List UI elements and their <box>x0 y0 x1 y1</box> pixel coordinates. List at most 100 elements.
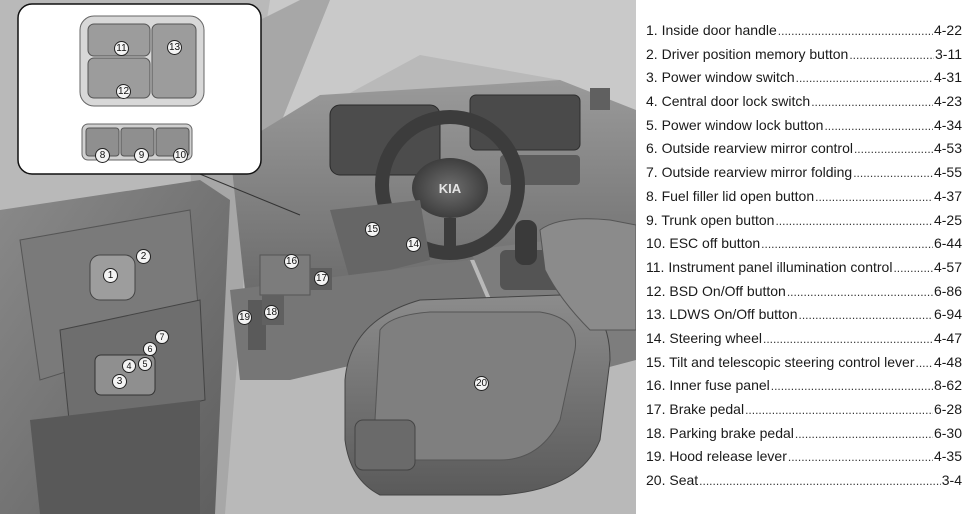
legend-item-page: 4-53 <box>933 140 962 157</box>
vent-right <box>590 88 610 110</box>
legend-item-page: 4-57 <box>933 258 962 275</box>
legend-item-number: 3. <box>646 69 658 86</box>
legend-item-number: 2. <box>646 45 658 62</box>
steering-wheel <box>375 110 525 260</box>
callout-18: 18 <box>264 305 279 320</box>
legend-item-number: 9. <box>646 211 658 228</box>
callout-2: 2 <box>136 249 151 264</box>
legend-item-page: 4-55 <box>933 164 962 181</box>
legend-item-label: Tilt and telescopic steering control lev… <box>669 353 915 370</box>
legend-item-label: LDWS On/Off button <box>669 306 798 323</box>
callout-7: 7 <box>155 330 169 344</box>
legend-item: 10. ESC off button6-44 <box>646 235 962 259</box>
legend-item-text: 2. Driver position memory button <box>646 46 848 62</box>
legend-item-label: Central door lock switch <box>661 93 811 110</box>
legend-item: 5. Power window lock button4-34 <box>646 117 962 141</box>
legend-item-number: 18. <box>646 424 666 441</box>
legend-item-text: 8. Fuel filler lid open button <box>646 188 814 204</box>
legend-item-label: Trunk open button <box>661 211 775 228</box>
legend-item-number: 12. <box>646 282 666 299</box>
steering-column <box>330 200 430 280</box>
dot-leader <box>788 450 933 464</box>
dot-leader <box>778 24 933 38</box>
legend-item-label: Steering wheel <box>669 329 762 346</box>
legend-item: 3. Power window switch 4-31 <box>646 69 962 93</box>
legend-item-page: 8-62 <box>933 377 962 394</box>
legend-item-page: 6-28 <box>933 401 962 417</box>
legend-item: 16. Inner fuse panel 8-62 <box>646 377 962 401</box>
interior-illustration: KIA 11 12 13 8 9 10 1 2 3 4 5 6 7 14 1 <box>0 0 636 514</box>
legend-item: 13. LDWS On/Off button 6-94 <box>646 306 962 330</box>
door-pocket <box>30 400 200 514</box>
dot-leader <box>761 237 933 251</box>
legend-item: 19. Hood release lever 4-35 <box>646 448 962 472</box>
legend-item: 7. Outside rearview mirror folding4-55 <box>646 164 962 188</box>
ldws-button <box>151 23 197 99</box>
legend-item-label: Inside door handle <box>661 22 777 38</box>
legend-item-number: 7. <box>646 164 658 181</box>
hood-lever <box>248 300 266 350</box>
legend-item-text: 17. Brake pedal <box>646 401 744 417</box>
legend-item-label: Parking brake pedal <box>669 424 794 441</box>
legend-item-number: 1. <box>646 22 658 38</box>
legend-item-label: Driver position memory button <box>661 45 849 62</box>
windshield <box>240 0 636 190</box>
legend-item-text: 16. Inner fuse panel <box>646 377 770 393</box>
legend-item-text: 10. ESC off button <box>646 235 760 251</box>
legend-item-label: Inner fuse panel <box>669 377 770 394</box>
legend-item: 4. Central door lock switch 4-23 <box>646 93 962 117</box>
legend-item-page: 4-34 <box>933 116 962 133</box>
dot-leader <box>745 403 933 417</box>
legend-item-number: 15. <box>646 353 666 370</box>
callout-15: 15 <box>365 222 380 237</box>
callout-5: 5 <box>138 357 152 371</box>
callout-1: 1 <box>103 268 118 283</box>
dot-leader <box>771 379 933 393</box>
legend-item-number: 20. <box>646 472 666 489</box>
legend-item-page: 4-23 <box>933 93 962 110</box>
legend-item-number: 17. <box>646 401 666 417</box>
dot-leader <box>811 95 933 109</box>
legend-item-number: 13. <box>646 306 666 323</box>
legend-item-number: 14. <box>646 329 666 346</box>
legend-item-page: 6-94 <box>933 306 962 323</box>
legend-item-text: 19. Hood release lever <box>646 448 787 464</box>
legend-item-text: 12. BSD On/Off button <box>646 283 786 299</box>
legend-item-text: 11. Instrument panel illumination contro… <box>646 259 892 275</box>
legend-item: 18. Parking brake pedal 6-30 <box>646 425 962 449</box>
legend-list: 1. Inside door handle4-222. Driver posit… <box>646 22 962 496</box>
dot-leader <box>854 142 933 156</box>
legend-item-label: Fuel filler lid open button <box>661 187 815 204</box>
legend-item-label: Outside rearview mirror control <box>661 140 853 157</box>
callout-3: 3 <box>112 374 127 389</box>
legend-item-text: 4. Central door lock switch <box>646 93 810 109</box>
legend-item-label: ESC off button <box>669 235 761 252</box>
legend-item-text: 18. Parking brake pedal <box>646 425 794 441</box>
legend-item-page: 6-30 <box>933 424 962 441</box>
legend-item-page: 4-25 <box>933 211 962 228</box>
legend-item-label: Seat <box>669 472 699 489</box>
kia-logo: KIA <box>439 181 462 196</box>
legend-item: 1. Inside door handle4-22 <box>646 22 962 46</box>
dot-leader <box>853 166 933 180</box>
dot-leader <box>787 285 933 299</box>
legend-item-number: 16. <box>646 377 666 394</box>
seat-controls <box>354 419 416 471</box>
legend-item-text: 1. Inside door handle <box>646 22 777 38</box>
legend-item-label: Power window switch <box>661 69 795 86</box>
legend-item: 14. Steering wheel 4-47 <box>646 330 962 354</box>
seat-bolster <box>539 218 636 331</box>
legend-item-text: 6. Outside rearview mirror control <box>646 140 853 156</box>
legend-item-page: 4-47 <box>933 329 962 346</box>
legend-item-number: 19. <box>646 448 666 465</box>
gear-shifter <box>515 220 537 265</box>
dot-leader <box>763 332 933 346</box>
dot-leader <box>893 261 933 275</box>
callout-4: 4 <box>122 359 136 373</box>
legend-item-page: 4-31 <box>933 69 962 86</box>
legend-item-page: 6-86 <box>933 282 962 299</box>
legend-item-number: 8. <box>646 187 658 204</box>
legend-item-page: 4-35 <box>933 448 962 465</box>
callout-11: 11 <box>114 41 129 56</box>
legend-item: 12. BSD On/Off button 6-86 <box>646 283 962 307</box>
